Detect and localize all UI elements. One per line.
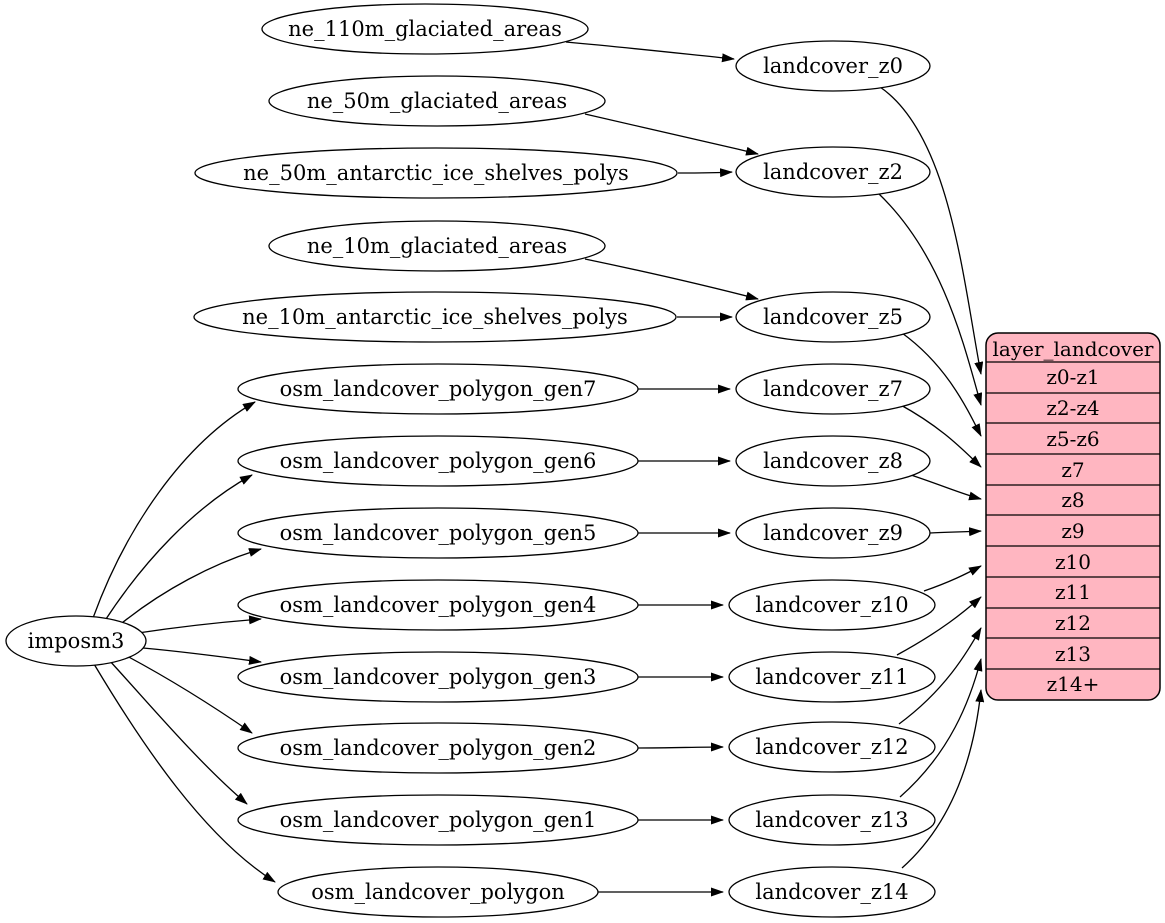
- edge-imposm3-to-osm_landcover_polygon_gen4: [137, 615, 262, 634]
- node-osm_landcover_polygon_gen2: osm_landcover_polygon_gen2: [237, 722, 639, 774]
- edge-imposm3-to-osm_landcover_polygon: [93, 663, 276, 883]
- node-label: ne_50m_antarctic_ice_shelves_polys: [243, 161, 629, 185]
- edge-landcover_z12-to-row-z12: [898, 627, 982, 725]
- edge-ne_50m_antarctic_ice_shelves_polys-to-landcover_z2: [677, 168, 733, 178]
- edge-landcover_z2-to-row-z2-z4: [877, 192, 983, 406]
- node-label: osm_landcover_polygon_gen6: [280, 449, 597, 473]
- edge-layer: [92, 41, 985, 897]
- node-osm_landcover_polygon_gen3: osm_landcover_polygon_gen3: [237, 651, 639, 703]
- edge-landcover_z7-to-row-z7: [898, 403, 982, 468]
- edge-osm_landcover_polygon_gen2-to-landcover_z12: [637, 742, 724, 752]
- record-row-z7: z7: [1061, 458, 1084, 482]
- node-landcover_z10: landcover_z10: [728, 579, 936, 631]
- edge-imposm3-to-osm_landcover_polygon_gen2: [124, 654, 253, 734]
- node-osm_landcover_polygon_gen5: osm_landcover_polygon_gen5: [237, 507, 639, 559]
- node-label: osm_landcover_polygon_gen7: [280, 377, 597, 401]
- node-label: ne_10m_glaciated_areas: [307, 234, 567, 258]
- node-landcover_z2: landcover_z2: [735, 146, 931, 198]
- node-landcover_z12: landcover_z12: [728, 721, 936, 773]
- node-label: landcover_z2: [763, 160, 903, 184]
- edge-imposm3-to-osm_landcover_polygon_gen5: [116, 548, 262, 628]
- edge-landcover_z5-to-row-z5-z6: [901, 332, 982, 437]
- node-label: landcover_z7: [763, 377, 903, 401]
- edge-landcover_z9-to-row-z9: [929, 527, 982, 537]
- node-label: osm_landcover_polygon_gen1: [280, 808, 597, 832]
- record-row-z10: z10: [1055, 550, 1091, 574]
- node-landcover_z0: landcover_z0: [735, 40, 931, 92]
- edge-landcover_z8-to-row-z8: [907, 473, 982, 501]
- edge-ne_10m_glaciated_areas-to-landcover_z5: [584, 258, 759, 301]
- node-label: landcover_z8: [763, 449, 903, 473]
- edge-landcover_z10-to-row-z10: [923, 565, 982, 592]
- edge-imposm3-to-osm_landcover_polygon_gen3: [142, 647, 262, 665]
- node-label: landcover_z10: [755, 593, 908, 617]
- edge-landcover_z11-to-row-z11: [896, 596, 982, 656]
- edge-imposm3-to-osm_landcover_polygon_gen7: [92, 401, 256, 619]
- node-landcover_z8: landcover_z8: [735, 435, 931, 487]
- node-label: landcover_z9: [763, 521, 903, 545]
- node-osm_landcover_polygon_gen1: osm_landcover_polygon_gen1: [237, 794, 639, 846]
- edge-landcover_z0-to-row-z0-z1: [879, 86, 984, 375]
- node-imposm3: imposm3: [5, 615, 147, 667]
- record-row-z14plus: z14+: [1047, 672, 1100, 696]
- record-row-z5-z6: z5-z6: [1046, 427, 1099, 451]
- node-ne_10m_glaciated_areas: ne_10m_glaciated_areas: [268, 220, 606, 272]
- record-layer_landcover: layer_landcover z0-z1 z2-z4 z5-z6 z7 z8 …: [985, 332, 1161, 701]
- record-row-z9: z9: [1061, 519, 1084, 543]
- node-landcover_z9: landcover_z9: [735, 507, 931, 559]
- record-title: layer_landcover: [993, 337, 1154, 361]
- node-label: landcover_z0: [763, 54, 903, 78]
- node-label: osm_landcover_polygon: [311, 880, 565, 904]
- node-label: osm_landcover_polygon_gen4: [280, 593, 597, 617]
- node-label: ne_10m_antarctic_ice_shelves_polys: [242, 305, 628, 329]
- node-ne_50m_glaciated_areas: ne_50m_glaciated_areas: [268, 75, 606, 127]
- node-label: imposm3: [28, 629, 125, 653]
- node-label: landcover_z12: [755, 735, 908, 759]
- node-label: osm_landcover_polygon_gen5: [280, 521, 597, 545]
- edge-ne_110m_glaciated_areas-to-landcover_z0: [565, 41, 735, 63]
- node-osm_landcover_polygon_gen4: osm_landcover_polygon_gen4: [237, 579, 639, 631]
- record-row-z13: z13: [1055, 642, 1091, 666]
- node-landcover_z14: landcover_z14: [728, 866, 936, 918]
- edge-imposm3-to-osm_landcover_polygon_gen1: [108, 659, 248, 805]
- record-row-z2-z4: z2-z4: [1046, 396, 1099, 420]
- node-osm_landcover_polygon: osm_landcover_polygon: [277, 866, 599, 918]
- node-label: ne_110m_glaciated_areas: [288, 17, 562, 41]
- edge-landcover_z13-to-row-z13: [899, 658, 983, 798]
- record-row-dividers: [986, 361, 1160, 670]
- edge-ne_50m_glaciated_areas-to-landcover_z2: [584, 113, 759, 156]
- node-osm_landcover_polygon_gen6: osm_landcover_polygon_gen6: [237, 435, 639, 487]
- record-row-z0-z1: z0-z1: [1046, 365, 1099, 389]
- node-label: landcover_z14: [755, 880, 908, 904]
- record-row-z8: z8: [1061, 488, 1084, 512]
- node-label: landcover_z13: [755, 808, 908, 832]
- node-landcover_z13: landcover_z13: [728, 794, 936, 846]
- node-label: landcover_z5: [763, 305, 903, 329]
- node-label: osm_landcover_polygon_gen2: [280, 736, 597, 760]
- edge-landcover_z14-to-row-z14plus: [901, 689, 985, 869]
- node-label: osm_landcover_polygon_gen3: [280, 665, 597, 689]
- node-landcover_z7: landcover_z7: [735, 363, 931, 415]
- node-ne_50m_antarctic_ice_shelves_polys: ne_50m_antarctic_ice_shelves_polys: [194, 147, 678, 199]
- node-ne_110m_glaciated_areas: ne_110m_glaciated_areas: [261, 3, 589, 55]
- edge-imposm3-to-osm_landcover_polygon_gen6: [103, 474, 253, 623]
- record-row-z11: z11: [1055, 580, 1091, 604]
- node-label: ne_50m_glaciated_areas: [307, 89, 567, 113]
- node-label: landcover_z11: [755, 665, 908, 689]
- node-osm_landcover_polygon_gen7: osm_landcover_polygon_gen7: [237, 363, 639, 415]
- node-ne_10m_antarctic_ice_shelves_polys: ne_10m_antarctic_ice_shelves_polys: [193, 291, 677, 343]
- record-row-z12: z12: [1055, 611, 1091, 635]
- node-landcover_z11: landcover_z11: [728, 651, 936, 703]
- node-landcover_z5: landcover_z5: [735, 291, 931, 343]
